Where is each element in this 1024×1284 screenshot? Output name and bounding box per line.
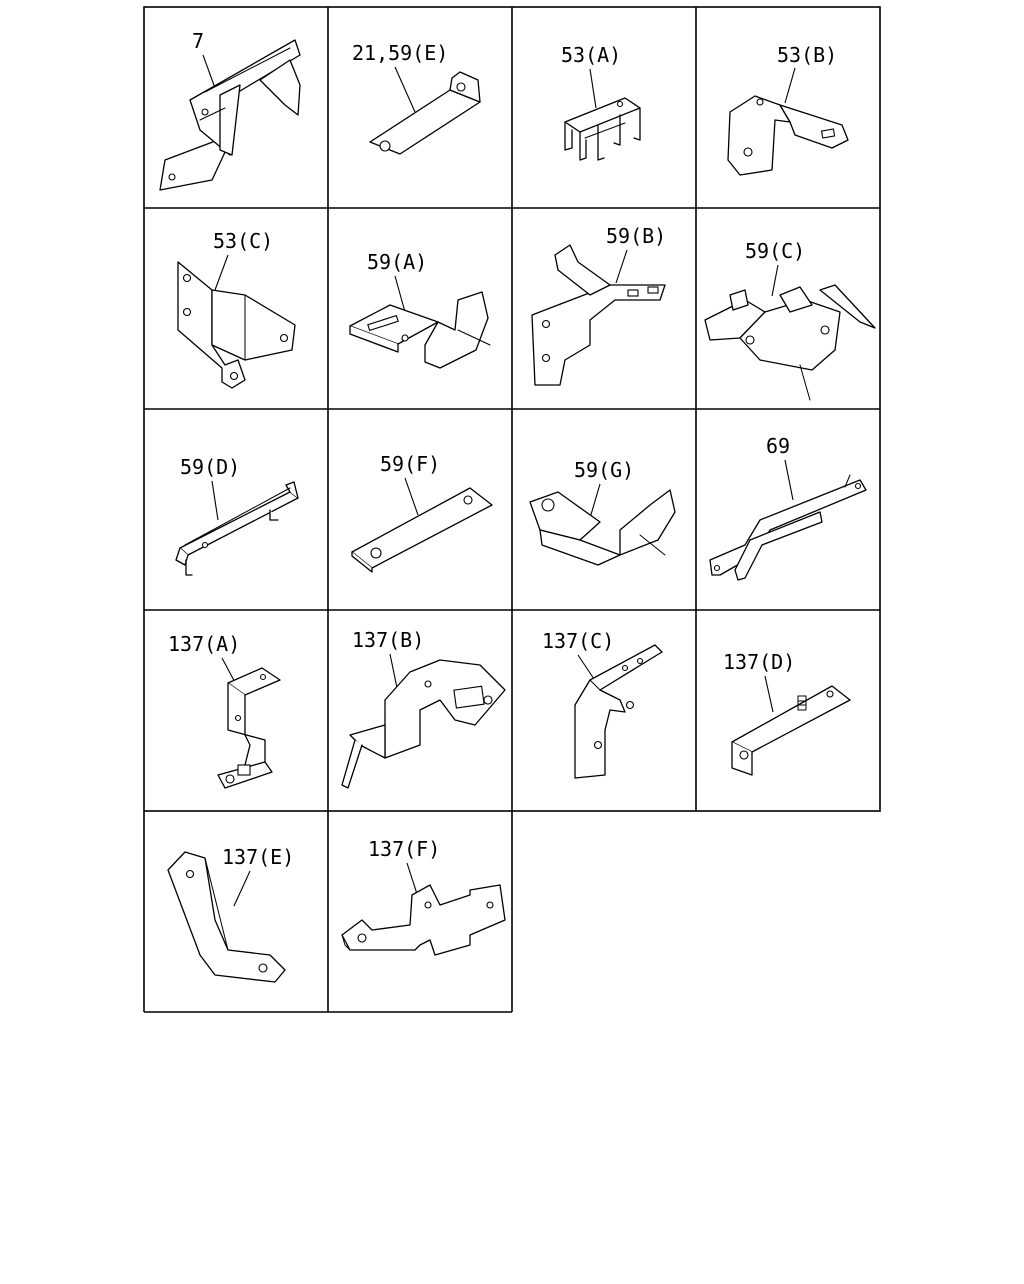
part-label: 137(D): [723, 650, 795, 674]
part-cell-137b[interactable]: 137(B): [341, 628, 506, 789]
part-cell-69[interactable]: 69: [709, 434, 867, 581]
leader-line: [211, 480, 219, 521]
leader-line: [771, 264, 779, 297]
part-label: 7: [192, 29, 204, 53]
part-label: 59(A): [367, 250, 427, 274]
bracket-drawing: [369, 71, 481, 155]
part-cell-137a[interactable]: 137(A): [168, 632, 281, 789]
part-label: 137(C): [542, 629, 614, 653]
bracket-drawing: [175, 481, 299, 576]
part-label: 137(B): [352, 628, 424, 652]
leader-line: [589, 68, 597, 109]
part-cell-137d[interactable]: 137(D): [723, 650, 851, 776]
bracket-drawing: [177, 261, 296, 389]
leader-line: [404, 477, 419, 516]
part-cell-53b[interactable]: 53(B): [727, 43, 849, 176]
part-cell-137e[interactable]: 137(E): [167, 845, 294, 983]
part-label: 59(D): [180, 455, 240, 479]
leader-line: [214, 254, 229, 291]
bracket-drawing: [564, 97, 641, 161]
bracket-drawing: [731, 685, 851, 776]
part-cell-7[interactable]: 7: [159, 29, 301, 191]
part-label: 53(B): [777, 43, 837, 67]
bracket-drawing: [531, 244, 666, 386]
leader-line: [764, 675, 774, 713]
part-cell-59g[interactable]: 59(G): [529, 458, 676, 566]
leader-line: [615, 249, 628, 284]
part-label: 137(F): [368, 837, 440, 861]
bracket-drawing: [159, 39, 301, 191]
part-label: 137(E): [222, 845, 294, 869]
leader-line: [784, 67, 796, 104]
bracket-drawing: [217, 667, 281, 789]
part-cell-53c[interactable]: 53(C): [177, 229, 296, 389]
bracket-drawing: [529, 489, 676, 566]
part-label: 53(A): [561, 43, 621, 67]
leader-line: [233, 870, 251, 907]
part-cell-59f[interactable]: 59(F): [351, 452, 493, 573]
leader-line: [202, 54, 216, 89]
part-label: 53(C): [213, 229, 273, 253]
leader-line: [394, 275, 406, 313]
part-cell-137c[interactable]: 137(C): [542, 629, 663, 779]
part-cell-59c[interactable]: 59(C): [704, 239, 876, 401]
part-cell-53a[interactable]: 53(A): [561, 43, 641, 161]
part-label: 59(F): [380, 452, 440, 476]
bracket-drawing: [341, 884, 506, 956]
part-cell-137f[interactable]: 137(F): [341, 837, 506, 956]
part-cell-59d[interactable]: 59(D): [175, 455, 299, 576]
part-label: 69: [766, 434, 790, 458]
leader-line: [589, 483, 601, 519]
part-cell-21-59e[interactable]: 21,59(E): [352, 41, 481, 155]
part-label: 59(B): [606, 224, 666, 248]
bracket-drawing: [341, 659, 506, 789]
part-label: 21,59(E): [352, 41, 448, 65]
part-cell-59b[interactable]: 59(B): [531, 224, 666, 386]
grid-frame: [143, 6, 881, 1013]
bracket-drawing: [574, 644, 663, 779]
bracket-drawing: [704, 284, 876, 401]
bracket-drawing: [709, 474, 867, 581]
bracket-drawing: [351, 487, 493, 573]
part-label: 59(C): [745, 239, 805, 263]
leader-line: [394, 66, 416, 113]
bracket-drawing: [349, 291, 491, 369]
bracket-drawing: [727, 95, 849, 176]
leader-line: [784, 459, 794, 501]
part-label: 137(A): [168, 632, 240, 656]
part-cell-59a[interactable]: 59(A): [349, 250, 491, 369]
part-label: 59(G): [574, 458, 634, 482]
bracket-drawing: [167, 851, 286, 983]
leader-line: [406, 862, 419, 898]
